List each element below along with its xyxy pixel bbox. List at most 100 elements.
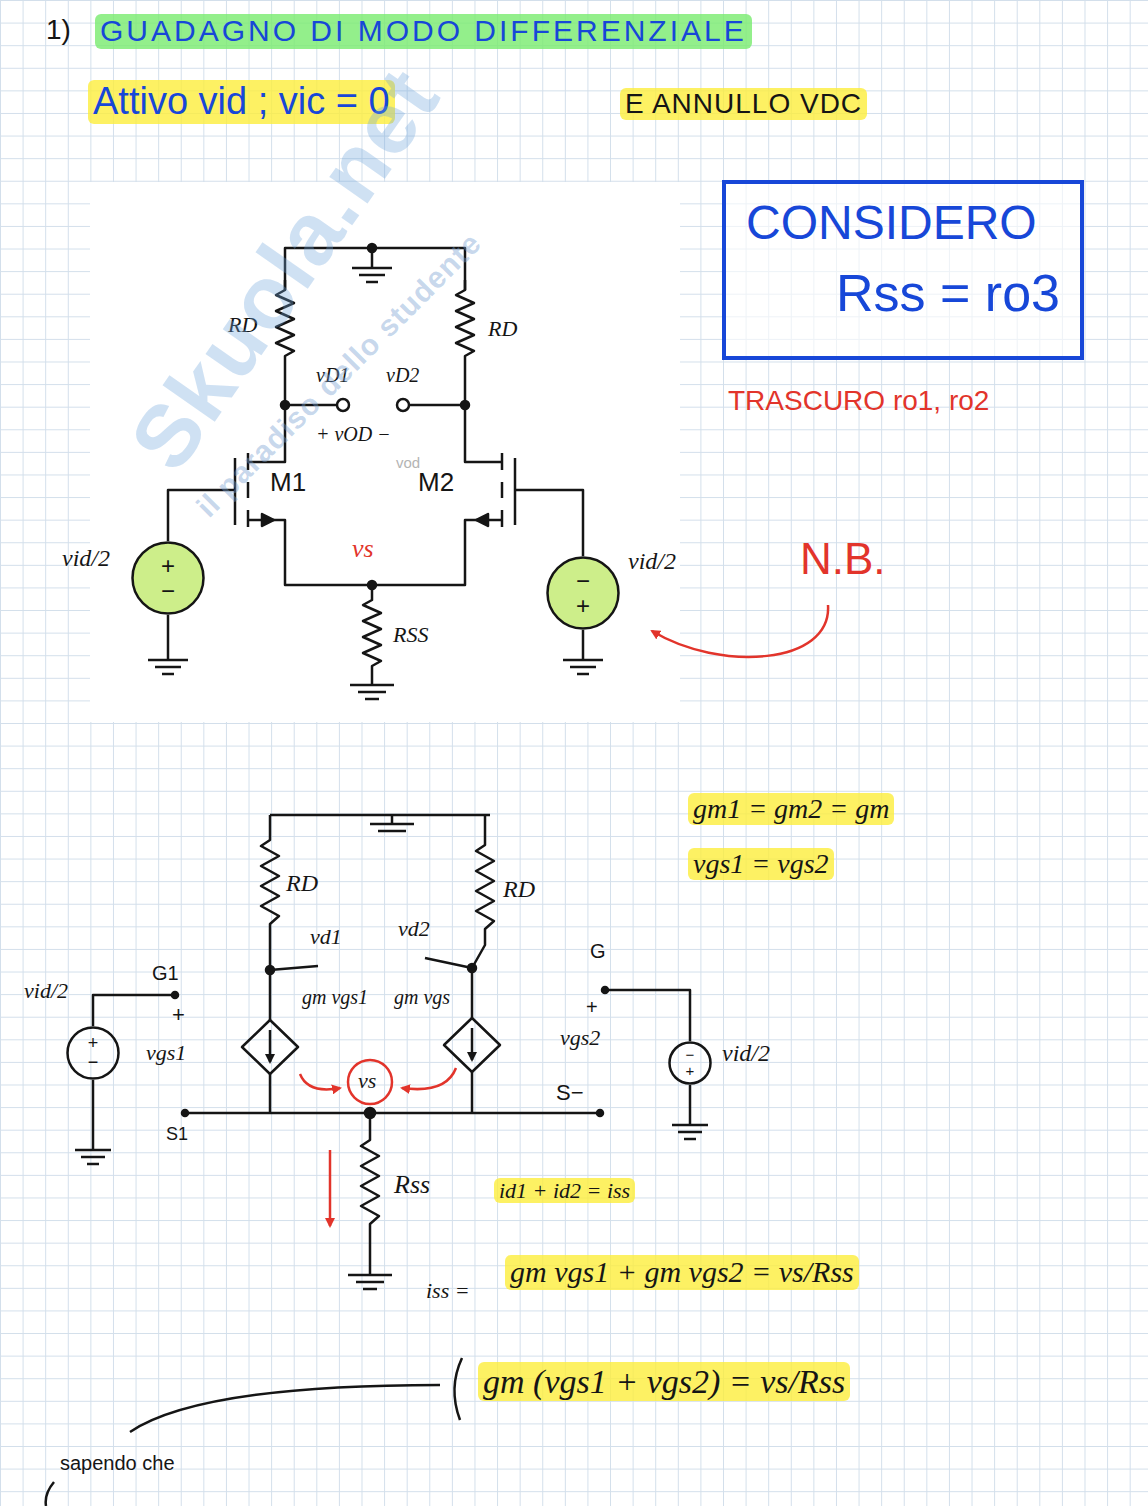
ground-symbol: [684, 1138, 696, 1141]
signal-label: M1: [270, 468, 306, 498]
signal-label: id1 + id2 = iss: [494, 1178, 635, 1203]
wire: [269, 1074, 272, 1113]
signal-label: S1: [166, 1124, 188, 1145]
signal-label: vd1: [310, 924, 342, 949]
signal-label: vgs1: [146, 1040, 186, 1065]
signal-label: vd2: [398, 916, 430, 941]
ground-symbol: [350, 684, 394, 687]
signal-label: S−: [556, 1080, 584, 1105]
voltage-source: −+: [546, 556, 620, 630]
wire: [471, 1072, 474, 1113]
current-arrow: [300, 1074, 340, 1089]
heading: GUADAGNO DI MODO DIFFERENZIALE: [95, 14, 752, 49]
ground-symbol: [356, 1281, 384, 1284]
ground-symbol: [358, 691, 386, 694]
signal-label: M2: [418, 468, 454, 498]
current-arrow: [269, 1030, 272, 1062]
ground-symbol: [363, 1288, 377, 1291]
voltage-source: +−: [131, 541, 205, 615]
source-circle: [133, 543, 204, 614]
current-arrow: [329, 1150, 332, 1226]
signal-label: Rss: [394, 1170, 430, 1200]
terminal: [337, 399, 349, 411]
transistor-symbol: [465, 405, 502, 462]
ground-symbol: [365, 698, 379, 701]
assumption-note: TRASCURO ro1, ro2: [728, 385, 989, 417]
polarity-sign: −: [576, 568, 590, 593]
ground-symbol: [577, 673, 589, 676]
ground-symbol: [148, 659, 188, 662]
signal-label: + vOD −: [316, 423, 391, 446]
resistor-symbol: [361, 1113, 379, 1275]
ground-symbol: [162, 673, 174, 676]
signal-label: G: [590, 940, 606, 963]
circuit-2: [46, 815, 708, 1506]
signal-label: G1: [152, 962, 179, 985]
signal-label: gm (vgs1 + vgs2) = vs/Rss: [478, 1362, 850, 1401]
signal-label: vgs2: [560, 1025, 600, 1050]
polarity-sign: +: [576, 593, 590, 618]
signal-label: gm vgs1: [302, 986, 368, 1009]
ground-symbol: [75, 1149, 111, 1152]
signal-label: gm vgs1 + gm vgs2 = vs/Rss: [505, 1255, 859, 1290]
ground-symbol: [378, 830, 406, 833]
polarity-sign: +: [686, 1063, 695, 1079]
signal-label: vid/2: [24, 978, 68, 1003]
wire: [185, 1112, 600, 1115]
wire: [515, 490, 583, 556]
wire: [605, 990, 690, 1041]
signal-label: RD: [503, 876, 535, 904]
wire: [689, 1085, 692, 1125]
ground-symbol: [81, 1156, 105, 1159]
source-circle: [670, 1043, 711, 1084]
wire: [248, 520, 502, 585]
resistor-symbol: [472, 815, 494, 1018]
source-circle: [548, 558, 619, 629]
ground-symbol: [563, 659, 603, 662]
signal-label: N.B.: [800, 534, 886, 585]
signal-label: RD: [488, 316, 517, 341]
transistor-symbol: [501, 510, 504, 527]
transistor-symbol: [501, 482, 504, 498]
ground-symbol: [370, 823, 414, 826]
resistor-symbol: [456, 280, 474, 405]
callout-arrow: [652, 605, 828, 657]
terminal: [172, 992, 178, 998]
voltage-source: +−: [66, 1026, 120, 1080]
terminal: [182, 1110, 188, 1116]
polarity-sign: +: [88, 1034, 99, 1053]
wire: [371, 248, 374, 268]
signal-label: RSS: [393, 622, 428, 647]
signal-label: vid/2: [62, 545, 110, 573]
wire: [582, 630, 585, 660]
ground-symbol: [348, 1274, 392, 1277]
polarity-sign: −: [88, 1053, 99, 1072]
ground-symbol: [352, 267, 392, 270]
signal-label: +: [586, 996, 598, 1019]
signal-label: vD2: [386, 364, 419, 387]
signal-label: iss =: [426, 1278, 470, 1303]
wire: [270, 814, 490, 817]
ground-symbol: [366, 281, 378, 284]
highlight-circle: [348, 1060, 392, 1104]
red-annotations: [300, 1060, 456, 1226]
terminal: [602, 987, 608, 993]
ground-symbol: [678, 1131, 702, 1134]
dependent-source: [444, 1018, 500, 1072]
signal-label: gm vgs: [394, 986, 450, 1009]
ground-symbol: [87, 1163, 99, 1166]
signal-label: sapendo che: [60, 1452, 175, 1475]
voltage-source: −+: [668, 1041, 712, 1085]
signal-label: RD: [286, 870, 318, 898]
resistor-symbol: [261, 815, 279, 1020]
box-formula: Rss = ro3: [746, 266, 1060, 321]
ground-symbol: [570, 666, 596, 669]
transistor-symbol: [247, 510, 250, 527]
section-number: 1): [46, 14, 71, 46]
signal-label: vs: [358, 1068, 376, 1093]
terminal: [597, 1110, 603, 1116]
bracket-curve: [130, 1385, 440, 1432]
wire: [425, 958, 472, 968]
resistor-symbol: [363, 585, 381, 685]
